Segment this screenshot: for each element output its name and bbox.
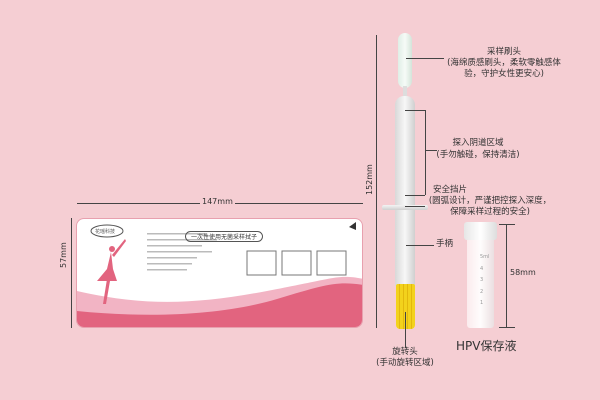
card-logo: 花瑶科技 (95, 229, 116, 235)
card-wave-graphic (77, 222, 362, 327)
callout-brush-desc: (海绵质感刷头，柔软零触感体验，守护女性更安心) (447, 58, 561, 79)
callout-guard-title: 安全挡片 (432, 185, 467, 195)
tube-scale-mark: 5ml (480, 254, 490, 260)
callout-line (425, 110, 426, 195)
rotating-cap (396, 284, 415, 329)
callout-line (406, 245, 434, 246)
tube-scale-mark: 2 (480, 288, 484, 295)
width-label: 147mm (200, 196, 235, 207)
callout-line (405, 110, 425, 111)
callout-insertion-desc: (手勿触碰，保持清洁) (436, 150, 520, 160)
callout-guard-desc: (圆弧设计，严谨把控探入深度，保障采样过程的安全) (428, 196, 552, 217)
callout-line (406, 58, 444, 59)
swab-handle (395, 96, 415, 286)
callout-handle-title: 手柄 (436, 239, 454, 249)
swab-length-line (376, 35, 377, 328)
ballerina-icon (97, 239, 126, 304)
callout-line (405, 195, 425, 196)
callout-line (405, 206, 425, 207)
height-dimension-line (71, 218, 72, 328)
swab-brush-head (398, 33, 412, 88)
tube-height-line (506, 224, 507, 328)
callout-line (405, 312, 406, 348)
swab-length-label: 152mm (365, 164, 374, 195)
safety-guard (382, 205, 428, 210)
tube-cap (464, 222, 497, 240)
tube-height-label: 58mm (510, 268, 536, 277)
callout-cap-desc: (手动旋转区域) (376, 358, 434, 368)
callout-brush-title: 采样刷头 (486, 47, 521, 57)
tube-label: HPV保存液 (456, 339, 517, 353)
tube-scale-mark: 4 (480, 265, 484, 272)
callout-cap-title: 旋转头 (392, 347, 418, 357)
callout-insertion-title: 探入阴道区域 (452, 138, 504, 148)
tube-scale-mark: 3 (480, 277, 484, 283)
swab-neck (403, 86, 407, 98)
card-title: 一次性使用无菌采样拭子 (185, 231, 264, 242)
package-card: 花瑶科技 一次性使用无菌采样拭子 (76, 218, 363, 328)
height-label: 57mm (59, 242, 68, 268)
callout-line (499, 327, 515, 328)
hpv-tube: 5ml 4 3 2 1 (467, 240, 494, 328)
callout-line (425, 150, 437, 151)
tube-scale-mark: 1 (480, 300, 484, 306)
callout-line (499, 224, 515, 225)
